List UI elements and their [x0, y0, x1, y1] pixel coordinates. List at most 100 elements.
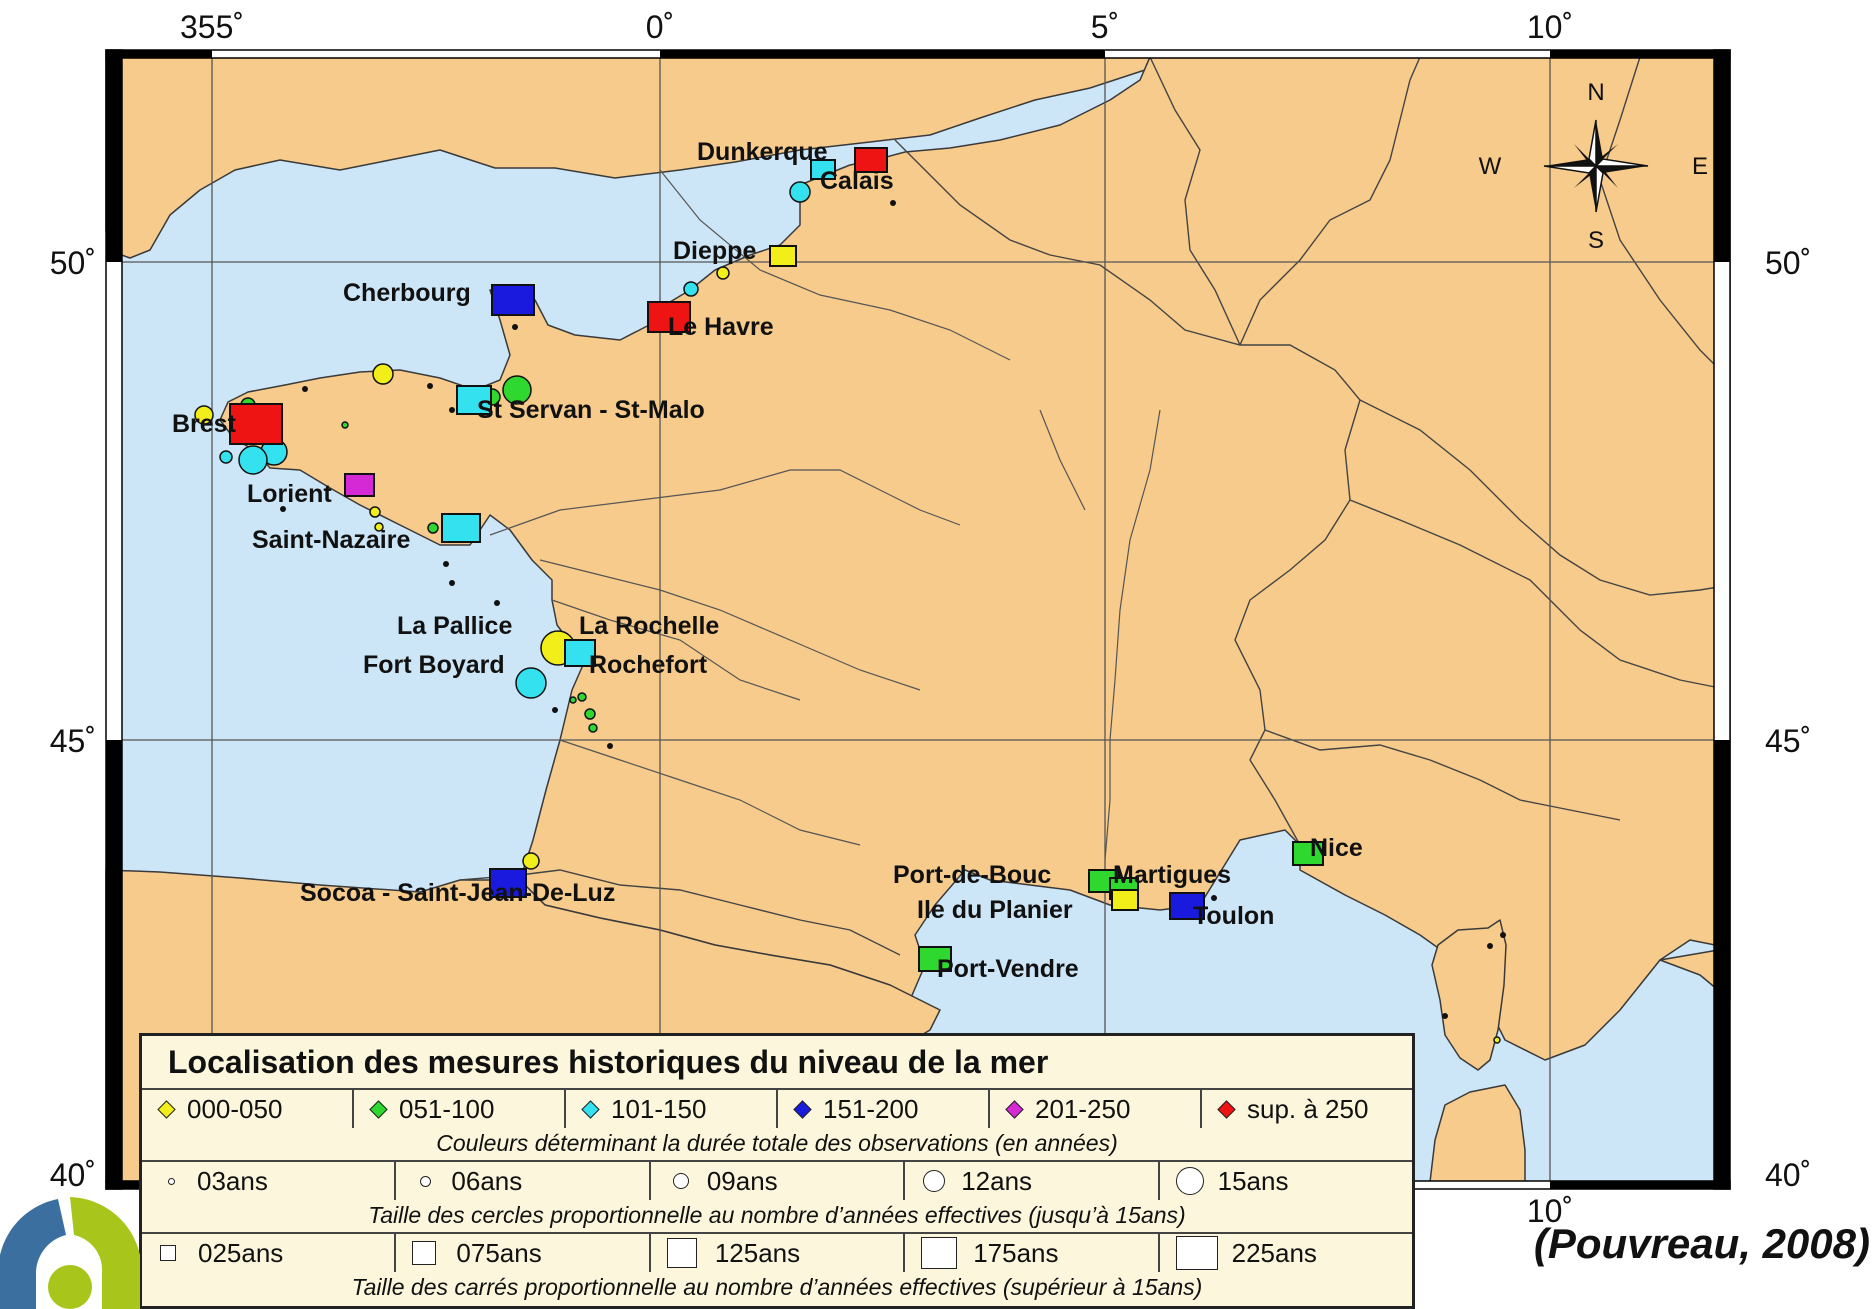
marker-brest [229, 403, 283, 445]
label-la-pallice: La Pallice [397, 612, 512, 640]
legend-colors-block: 000-050 051-100 101-150 151-200 201-250 … [142, 1090, 1412, 1162]
legend-circles-note: Taille des cercles proportionnelle au no… [368, 1202, 1186, 1228]
label-port-de-bouc: Port-de-Bouc [893, 861, 1051, 889]
top-tick-355: 355˚ [180, 9, 244, 45]
legend-squares-block: 025ans 075ans 125ans 175ans 225ans Taill… [142, 1234, 1412, 1304]
marker-ile-du-planier [1111, 889, 1139, 911]
diamond-green-icon [369, 1099, 388, 1119]
diamond-blue-icon [793, 1099, 812, 1119]
top-tick-10: 10˚ [1527, 9, 1573, 45]
legend-color-000-050: 000-050 [142, 1090, 354, 1128]
legend-square-175: 175ans [905, 1234, 1160, 1272]
legend-square-125: 125ans [651, 1234, 906, 1272]
label-st-malo: St Servan - St-Malo [477, 396, 705, 424]
top-tick-0: 0˚ [646, 9, 674, 45]
bottom-tick-10: 10˚ [1527, 1193, 1573, 1229]
compass-west: W [1479, 153, 1502, 180]
legend-color-101-150: 101-150 [566, 1090, 778, 1128]
circle-size-icon [420, 1175, 432, 1187]
marker-nice [1292, 841, 1324, 866]
legend-squares-note: Taille des carrés proportionnelle au nom… [351, 1274, 1203, 1300]
square-size-icon [412, 1241, 437, 1265]
circle-size-icon [672, 1173, 689, 1189]
left-tick-40: 40˚ [50, 1157, 96, 1193]
right-tick-40: 40˚ [1765, 1157, 1811, 1193]
label-toulon: Toulon [1193, 902, 1274, 930]
circle-size-icon [1175, 1167, 1204, 1195]
marker-dunkerque [854, 147, 888, 173]
marker-calais [810, 159, 836, 180]
city-labels: Dunkerque Calais Dieppe Le Havre Cherbou… [172, 138, 1363, 983]
label-le-havre: Le Havre [668, 313, 774, 341]
label-lorient: Lorient [247, 480, 332, 508]
legend-circle-03: 03ans [142, 1162, 397, 1200]
diamond-magenta-icon [1005, 1099, 1024, 1119]
legend-title: Localisation des mesures historiques du … [142, 1036, 1412, 1090]
legend-color-051-100: 051-100 [354, 1090, 566, 1128]
square-size-icon [666, 1238, 697, 1268]
legend-color-151-200: 151-200 [778, 1090, 990, 1128]
legend-circles-row: 03ans 06ans 09ans 12ans 15ans [142, 1162, 1412, 1200]
marker-lorient [344, 473, 375, 497]
legend-circles-block: 03ans 06ans 09ans 12ans 15ans Taille des… [142, 1162, 1412, 1234]
land-corsica [1431, 919, 1507, 1071]
label-dunkerque: Dunkerque [697, 138, 828, 166]
legend-circle-15: 15ans [1160, 1162, 1412, 1200]
right-tick-45: 45˚ [1765, 723, 1811, 759]
legend-color-201-250: 201-250 [990, 1090, 1202, 1128]
land-great-britain [105, 56, 1151, 259]
tiny-station-dots [280, 200, 1506, 1019]
compass-east: E [1692, 153, 1708, 180]
compass-north: N [1587, 79, 1604, 106]
label-la-rochelle: La Rochelle [579, 612, 719, 640]
label-ile-du-planier: Ile du Planier [917, 896, 1073, 924]
marker-port-vendre [918, 946, 952, 972]
marker-st-malo [456, 385, 492, 415]
marker-le-havre [647, 301, 691, 333]
legend-circle-12: 12ans [905, 1162, 1160, 1200]
square-size-icon [160, 1245, 176, 1261]
label-fort-boyard: Fort Boyard [363, 651, 505, 679]
circle-size-icon [923, 1170, 946, 1192]
legend-colors-row: 000-050 051-100 101-150 151-200 201-250 … [142, 1090, 1412, 1128]
compass-rose: N S E W [1479, 79, 1708, 254]
left-tick-45: 45˚ [50, 723, 96, 759]
label-brest: Brest [172, 410, 237, 438]
logo-icon [0, 1197, 140, 1309]
marker-cherbourg [491, 284, 535, 316]
tick-labels: 355˚ 0˚ 5˚ 10˚ 10˚ 50˚ 45˚ 40˚ 50˚ 45˚ 4… [50, 9, 1812, 1229]
right-tick-50: 50˚ [1765, 245, 1811, 281]
label-socoa: Socoa - Saint-Jean-De-Luz [300, 879, 615, 907]
compass-south: S [1588, 227, 1604, 254]
label-calais: Calais [820, 167, 894, 195]
label-port-vendre: Port-Vendre [937, 955, 1079, 983]
rivers [489, 169, 1161, 861]
top-tick-5: 5˚ [1091, 9, 1119, 45]
label-rochefort: Rochefort [589, 651, 708, 679]
left-tick-50: 50˚ [50, 245, 96, 281]
legend-circle-09: 09ans [651, 1162, 906, 1200]
diamond-cyan-icon [581, 1099, 600, 1119]
citation: (Pouvreau, 2008) [1533, 1220, 1870, 1267]
square-size-icon [921, 1237, 958, 1269]
legend: Localisation des mesures historiques du … [139, 1033, 1415, 1309]
marker-toulon [1169, 892, 1205, 920]
diamond-red-icon [1217, 1099, 1236, 1119]
label-saint-nazaire: Saint-Nazaire [252, 526, 410, 554]
legend-square-075: 075ans [396, 1234, 651, 1272]
circle-size-icon [168, 1177, 175, 1185]
label-martigues: Martigues [1113, 861, 1231, 889]
label-cherbourg: Cherbourg [343, 279, 471, 307]
legend-squares-row: 025ans 075ans 125ans 175ans 225ans [142, 1234, 1412, 1272]
legend-square-025: 025ans [142, 1234, 397, 1272]
legend-colors-note: Couleurs déterminant la durée totale des… [436, 1130, 1118, 1156]
marker-la-rochelle [564, 639, 596, 667]
marker-saint-nazaire [441, 513, 481, 543]
marker-socoa [489, 868, 527, 898]
borders [459, 56, 1731, 956]
label-nice: Nice [1310, 834, 1363, 862]
square-size-icon [1175, 1236, 1218, 1270]
graticule [106, 57, 1730, 1182]
legend-square-225: 225ans [1160, 1234, 1412, 1272]
